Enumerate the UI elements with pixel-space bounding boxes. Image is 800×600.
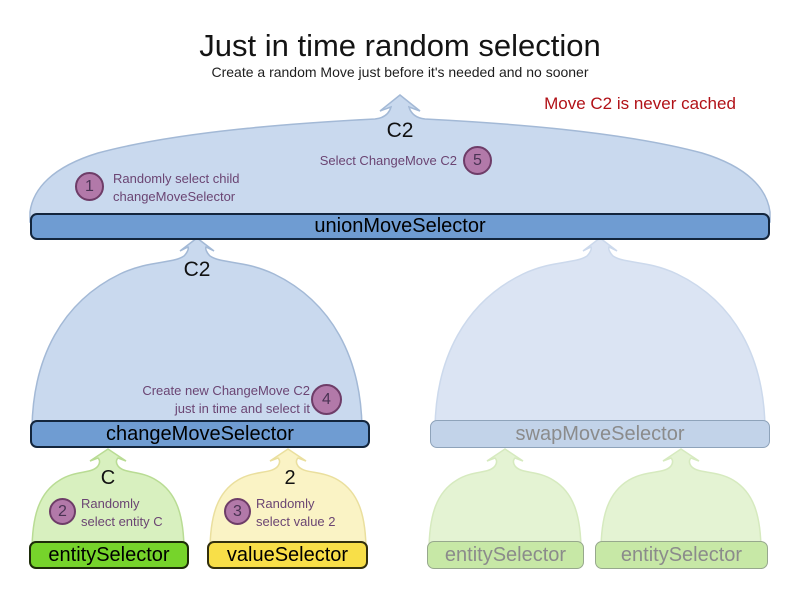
swap-move-selector-bar: swapMoveSelector [430,420,770,448]
step-4-text-line1: Create new ChangeMove C2 [142,383,310,398]
step-5-badge: 5 [463,146,492,175]
value-selected-label: 2 [284,467,296,489]
value-funnel-dome [209,448,367,553]
entity-selected-label: C [100,467,116,489]
step-5-text: Select ChangeMove C2 [319,153,457,168]
change-move-selector-bar: changeMoveSelector [30,420,370,448]
page-subtitle: Create a random Move just before it's ne… [211,64,589,80]
faded-entity-funnel-dome-2 [600,448,762,553]
union-selected-move-label: C2 [386,119,414,142]
swap-funnel-dome [434,237,766,429]
page-title: Just in time random selection [199,28,601,63]
step-2-text-line1: Randomly [81,496,140,511]
step-3-badge: 3 [224,498,251,525]
faded-entity-funnel-dome-1 [428,448,582,553]
step-4-text: Create new ChangeMove C2 just in time an… [142,382,310,418]
step-2-badge: 2 [49,498,76,525]
step-2-text: Randomly select entity C [81,495,163,531]
entity-selector-bar: entitySelector [29,541,189,569]
step-1-badge: 1 [75,172,104,201]
step-1-text-line2: changeMoveSelector [113,189,236,204]
entity-funnel-dome [31,448,185,553]
never-cached-note: Move C2 is never cached [544,94,736,113]
step-3-text-line2: select value 2 [256,514,336,529]
step-3-text-line1: Randomly [256,496,315,511]
union-funnel-dome [29,94,771,223]
step-1-text: Randomly select child changeMoveSelector [113,170,239,206]
faded-entity-selector-bar-1: entitySelector [427,541,584,569]
union-move-selector-bar: unionMoveSelector [30,213,770,240]
step-1-text-line1: Randomly select child [113,171,240,186]
step-3-text: Randomly select value 2 [256,495,336,531]
change-funnel-dome [31,237,363,429]
step-4-badge: 4 [311,384,342,415]
step-2-text-line2: select entity C [81,514,163,529]
change-selected-move-label: C2 [183,258,211,281]
step-4-text-line2: just in time and select it [174,401,310,416]
value-selector-bar: valueSelector [207,541,368,569]
faded-entity-selector-bar-2: entitySelector [595,541,768,569]
